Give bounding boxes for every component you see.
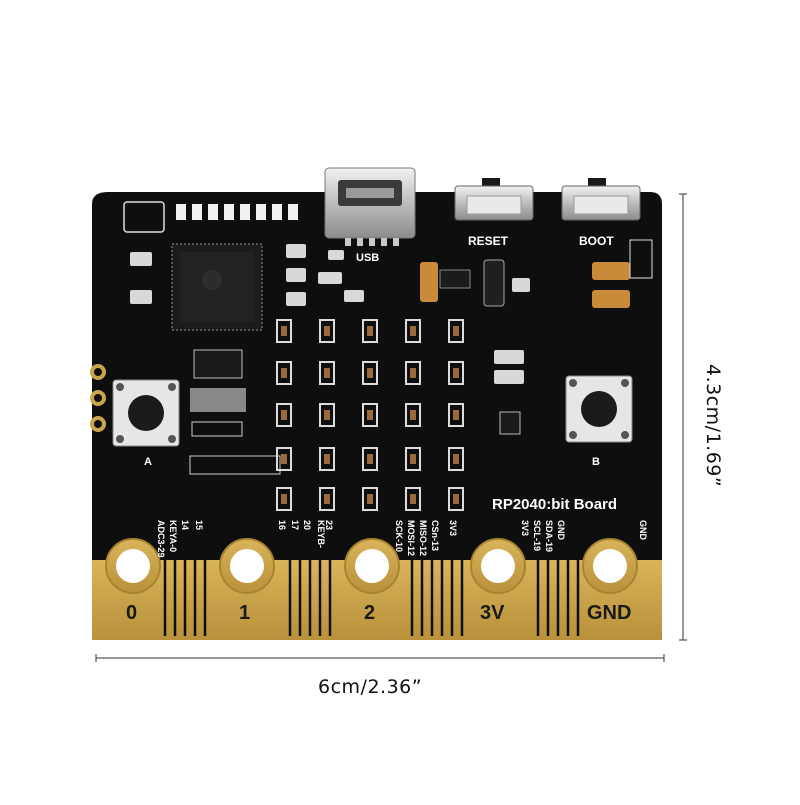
pin-label: GND (556, 520, 566, 540)
pad-0 (105, 538, 161, 594)
pad-label-0: 0 (126, 602, 138, 624)
led (276, 403, 292, 427)
pad-3v (470, 538, 526, 594)
led (276, 447, 292, 471)
pin-label: SCL-19 (532, 520, 542, 552)
button-b-label: B (592, 456, 600, 468)
led (319, 487, 335, 511)
led (276, 361, 292, 385)
pin-label: MOSI-12 (406, 520, 416, 557)
led-matrix (276, 319, 464, 511)
button-a (112, 379, 180, 447)
pin-label: 15 (194, 520, 204, 531)
rp2040-chip (171, 243, 263, 331)
led (319, 403, 335, 427)
pad-1 (219, 538, 275, 594)
pad-label-1: 1 (239, 602, 251, 624)
pin-label: GND (638, 520, 648, 540)
usb-label: USB (356, 252, 380, 264)
height-dimension: 4.3cm/1.69” (702, 364, 724, 488)
led (276, 319, 292, 343)
pin-label: 3V3 (448, 520, 458, 537)
board-name: RP2040:bit Board (492, 496, 618, 513)
pin-label: SDA-19 (544, 520, 554, 553)
boot-label: BOOT (579, 234, 614, 248)
reset-switch (454, 178, 534, 221)
pin-label: 23 (324, 520, 334, 531)
pad-label-gnd: GND (587, 602, 632, 624)
led (276, 487, 292, 511)
width-dimension: 6cm/2.36” (318, 676, 423, 698)
led (362, 447, 378, 471)
pin-label: 20 (302, 520, 312, 531)
led (362, 319, 378, 343)
led (362, 487, 378, 511)
led (448, 487, 464, 511)
pad-2 (344, 538, 400, 594)
led (319, 447, 335, 471)
led (362, 403, 378, 427)
pin-label: 14 (180, 520, 190, 531)
led (448, 403, 464, 427)
led (319, 361, 335, 385)
pin-label: 17 (290, 520, 300, 531)
led (405, 361, 421, 385)
pin-label: KEYA-0 (168, 520, 178, 553)
edge-fingers (163, 560, 580, 636)
led (448, 319, 464, 343)
led (405, 487, 421, 511)
usb-connector (324, 167, 416, 246)
led (405, 403, 421, 427)
pad-label-2: 2 (364, 602, 376, 624)
led (448, 361, 464, 385)
led (405, 447, 421, 471)
reset-label: RESET (468, 234, 509, 248)
pin-label: CSn-13 (430, 520, 440, 552)
pin-label: 3V3 (520, 520, 530, 537)
pad-label-3v: 3V (480, 602, 505, 624)
led (448, 447, 464, 471)
button-b (565, 375, 633, 443)
header-holes (90, 364, 106, 432)
pin-label: SCK-10 (394, 520, 404, 553)
pin-label: MISO-12 (418, 520, 428, 557)
led (319, 319, 335, 343)
led (362, 361, 378, 385)
boot-switch (561, 178, 641, 221)
pin-label: ADC3-29 (156, 520, 166, 558)
resistor-array-top (176, 204, 298, 220)
pad-gnd (582, 538, 638, 594)
button-a-label: A (144, 456, 152, 468)
smd-components (130, 239, 653, 475)
pin-label: 16 (277, 520, 287, 531)
led (405, 319, 421, 343)
